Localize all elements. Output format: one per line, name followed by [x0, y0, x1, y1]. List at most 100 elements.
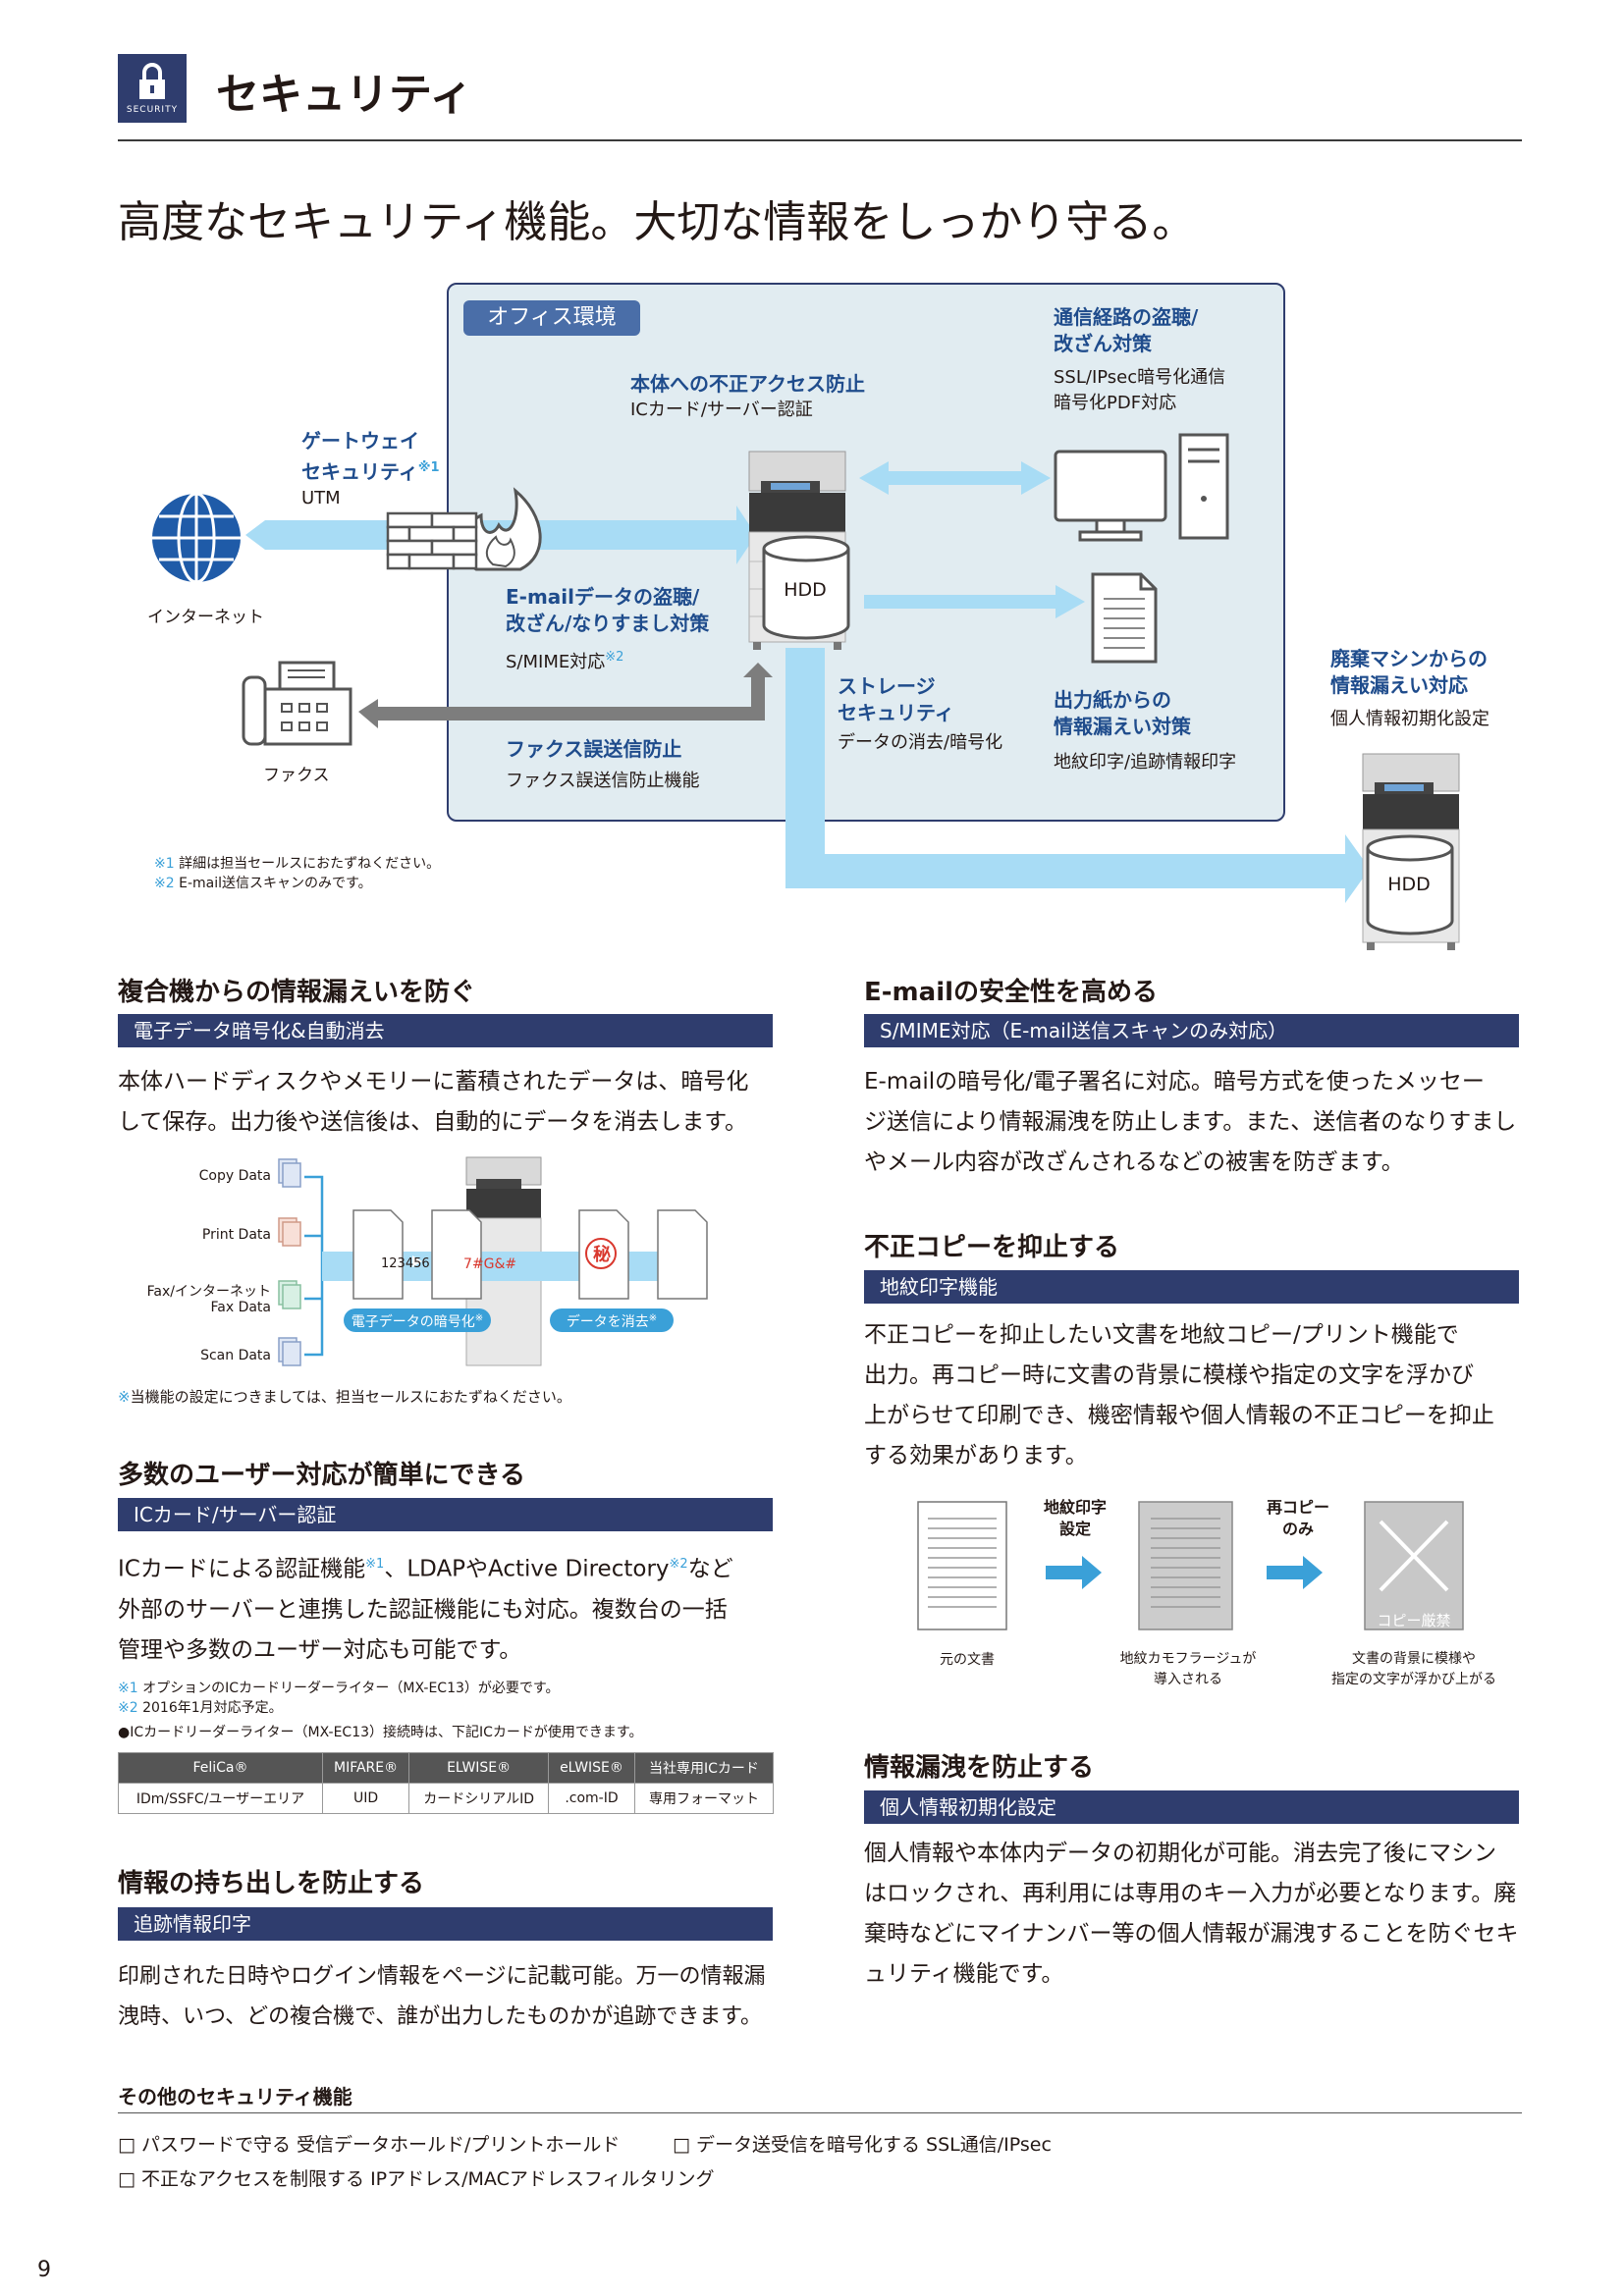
- email-body-1: E-mailの暗号化/電子署名に対応。暗号方式を使ったメッセー: [864, 1069, 1485, 1095]
- lock-icon: [139, 63, 165, 99]
- doc-camo-label-a: 地紋カモフラージュが: [1119, 1651, 1257, 1667]
- doc-camo-label-b: 導入される: [1154, 1672, 1222, 1687]
- users-note-1-text: オプションのICカードリーダーライター（MX-EC13）が必要です。: [142, 1681, 560, 1696]
- leak-note-mark: ※: [118, 1388, 131, 1406]
- hdd-icon: [762, 535, 850, 640]
- input-copy: Copy Data: [198, 1168, 271, 1184]
- other-item: □ データ送受信を暗号化する SSL通信/IPsec: [673, 2134, 1052, 2156]
- encrypt-label: 電子データの暗号化: [351, 1314, 475, 1330]
- encrypt-sup: ※: [474, 1312, 484, 1324]
- email-sub-text: S/MIME対応: [506, 652, 606, 672]
- diagram-note-1: ※1 詳細は担当セールスにおたずねください。: [154, 854, 440, 874]
- copy-body-2: 出力。再コピー時に文書の背景に模様や指定の文字を浮かび: [864, 1362, 1474, 1388]
- ic-card-header: eLWISE®: [548, 1752, 635, 1784]
- doc-result-label-a: 文書の背景に模様や: [1352, 1651, 1476, 1667]
- diagram-note-1-text: 詳細は担当セールスにおたずねください。: [179, 856, 441, 872]
- step2-label-a: 再コピー: [1266, 1498, 1329, 1517]
- users-bar: ICカード/サーバー認証: [118, 1498, 773, 1531]
- diagram-note-2-text: E-mail送信スキャンのみです。: [179, 876, 372, 891]
- doc-camo-label: 地紋カモフラージュが 導入される: [1100, 1649, 1276, 1690]
- comm-text: 通信経路の盗聴/ 改ざん対策 SSL/IPsec暗号化通信 暗号化PDF対応: [1054, 304, 1225, 416]
- users-body-1b: 、LDAPやActive Directory: [384, 1556, 670, 1582]
- users-sup-1: ※1: [365, 1557, 385, 1572]
- arrow-pc: [859, 461, 1051, 495]
- copy-body-3: 上がらせて印刷でき、機密情報や個人情報の不正コピーを抑止: [864, 1403, 1494, 1428]
- other-item: □ 不正なアクセスを制限する IPアドレス/MACアドレスフィルタリング: [118, 2168, 715, 2190]
- trace-bar: 追跡情報印字: [118, 1907, 773, 1941]
- copy-body-1: 不正コピーを抑止したい文書を地紋コピー/プリント機能で: [864, 1322, 1459, 1348]
- output-text: 出力紙からの 情報漏えい対策 地紋印字/追跡情報印字: [1054, 687, 1236, 775]
- init-title: 情報漏洩を防止する: [864, 1753, 1095, 1783]
- hdd-label: HDD: [784, 579, 827, 601]
- email-body-3: やメール内容が改ざんされるなどの被害を防ぎます。: [864, 1149, 1404, 1175]
- trace-body: 印刷された日時やログイン情報をページに記載可能。万一の情報漏 洩時、いつ、どの複…: [118, 1956, 766, 2037]
- users-note-2: ※2 2016年1月対応予定。: [118, 1698, 283, 1718]
- internet-label: インターネット: [147, 608, 264, 627]
- office-label: オフィス環境: [463, 300, 640, 336]
- init-body-4: ュリティ機能です。: [864, 1961, 1064, 1987]
- ic-card-cell: UID: [321, 1783, 410, 1814]
- fax-title: ファクス誤送信防止: [506, 737, 682, 761]
- copy-flow: [917, 1501, 1464, 1630]
- erase-sup: ※: [648, 1312, 658, 1324]
- storage-sub: データの消去/暗号化: [838, 732, 1003, 753]
- step1-label-a: 地紋印字: [1043, 1498, 1107, 1517]
- encryption-flow: [278, 1156, 708, 1366]
- hdd2-label: HDD: [1387, 874, 1431, 895]
- ic-card-row: IDm/SSFC/ユーザーエリア UID カードシリアルID .com-ID 専…: [118, 1783, 775, 1814]
- stamp-label: コピー厳禁: [1377, 1612, 1451, 1629]
- security-badge: SECURITY: [118, 54, 187, 123]
- doc-cipher-text: 7#G&#: [463, 1256, 517, 1272]
- users-sup-2: ※2: [669, 1557, 688, 1572]
- doc-result-label-b: 指定の文字が浮かび上がる: [1331, 1672, 1496, 1687]
- secret-mark: 秘: [593, 1245, 611, 1265]
- output-title-2: 情報漏えい対策: [1054, 715, 1191, 738]
- gateway-title-2: セキュリティ※1: [301, 454, 440, 486]
- users-note-2-text: 2016年1月対応予定。: [142, 1700, 283, 1716]
- ic-card-cell: IDm/SSFC/ユーザーエリア: [118, 1783, 323, 1814]
- disposal-title-2: 情報漏えい対応: [1330, 673, 1468, 697]
- storage-title-2: セキュリティ: [838, 701, 954, 724]
- page-title: セキュリティ: [216, 70, 473, 120]
- badge-caption: SECURITY: [126, 105, 179, 115]
- users-note-1-mark: ※1: [118, 1681, 138, 1696]
- step1-label-b: 設定: [1058, 1520, 1091, 1538]
- computer-icon: [1054, 433, 1229, 542]
- users-body-1: ICカードによる認証機能※1、LDAPやActive Directory※2など: [118, 1544, 733, 1590]
- copy-body-4: する効果があります。: [864, 1443, 1088, 1468]
- comm-sub-2: 暗号化PDF対応: [1054, 393, 1177, 413]
- input-fax-1: Fax/インターネット: [146, 1284, 271, 1300]
- other-rule: [118, 2112, 1522, 2113]
- ic-card-header: MIFARE®: [321, 1752, 410, 1784]
- disposal-title-1: 廃棄マシンからの: [1330, 647, 1488, 670]
- init-body-1: 個人情報や本体内データの初期化が可能。消去完了後にマシン: [864, 1841, 1496, 1866]
- doc-plain-text: 123456: [381, 1256, 430, 1271]
- email-sub: S/MIME対応※2: [506, 645, 709, 675]
- users-note-2-mark: ※2: [118, 1700, 138, 1716]
- email-sup: ※2: [605, 650, 624, 665]
- encrypt-pill-label: 電子データの暗号化※: [344, 1311, 491, 1331]
- ic-card-header: 当社専用ICカード: [633, 1752, 775, 1784]
- ic-card-cell: カードシリアルID: [408, 1783, 550, 1814]
- users-body-3: 管理や多数のユーザー対応も可能です。: [118, 1636, 522, 1663]
- unauth-sub: ICカード/サーバー認証: [630, 400, 813, 420]
- gateway-sup: ※1: [417, 460, 440, 475]
- office-panel: [447, 283, 1285, 822]
- gateway-title-1: ゲートウェイ: [301, 429, 419, 453]
- step1-label: 地紋印字 設定: [1026, 1497, 1124, 1540]
- comm-title-1: 通信経路の盗聴/: [1054, 305, 1199, 329]
- fax-sub: ファクス誤送信防止機能: [506, 771, 700, 791]
- output-title-1: 出力紙からの: [1054, 688, 1171, 712]
- arrow-fax: [358, 663, 773, 728]
- init-bar: 個人情報初期化設定: [864, 1790, 1519, 1824]
- users-body: ICカードによる認証機能※1、LDAPやActive Directory※2など…: [118, 1544, 733, 1671]
- step2-label: 再コピー のみ: [1249, 1497, 1347, 1540]
- leak-note: ※当機能の設定につきましては、担当セールスにおたずねください。: [118, 1387, 571, 1407]
- copy-title: 不正コピーを抑止する: [864, 1233, 1120, 1262]
- doc-original-label: 元の文書: [940, 1652, 995, 1668]
- trace-title: 情報の持ち出しを防止する: [118, 1869, 425, 1898]
- disposal-text: 廃棄マシンからの 情報漏えい対応 個人情報初期化設定: [1330, 646, 1489, 732]
- users-title: 多数のユーザー対応が簡単にできる: [118, 1461, 525, 1490]
- gateway-text: ゲートウェイ セキュリティ※1 UTM: [301, 428, 440, 511]
- ic-card-table: FeliCa® MIFARE® ELWISE® eLWISE® 当社専用ICカー…: [118, 1752, 775, 1814]
